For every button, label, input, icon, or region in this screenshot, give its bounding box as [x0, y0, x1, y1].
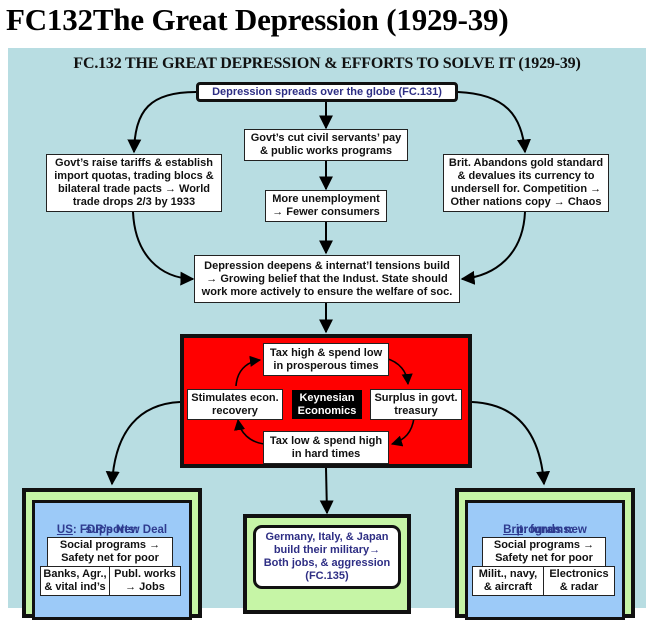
arrow-keynes-to-axis: [319, 467, 334, 515]
us-heading-text: : FDR’s New Deal: [72, 524, 168, 536]
arrow-tariffs-to-deepens: [132, 211, 195, 286]
node-civil-servants-pay: Govt’s cut civil servants’ pay & public …: [244, 129, 408, 161]
us-banks-agr: Banks, Agr., & vital ind’s: [40, 566, 110, 596]
cycle-tax-low: Tax low & spend high in hard times: [263, 431, 389, 464]
us-heading-line2: supports:: [85, 524, 139, 536]
us-heading: US: FDR’s New Deal: [35, 509, 189, 537]
cycle-tax-high: Tax high & spend low in prosperous times: [263, 343, 389, 376]
cycle-arrow-right-bottom: [390, 417, 415, 447]
cycle-arrow-bottom-left: [234, 418, 265, 445]
cycle-surplus: Surplus in govt. treasury: [370, 389, 462, 420]
cycle-arrow-left-top: [235, 355, 262, 387]
node-gold-standard: Brit. Abandons gold standard & devalues …: [443, 154, 609, 212]
keynesian-economics-label: Keynesian Economics: [292, 390, 362, 419]
arrow-gold-to-deepens: [460, 211, 526, 285]
node-depression-spreads: Depression spreads over the globe (FC.13…: [196, 82, 458, 102]
page-title: FC132The Great Depression (1929-39): [6, 2, 509, 37]
arrow-start-to-tariffs: [127, 91, 197, 154]
diagram-title: FC.132 THE GREAT DEPRESSION & EFFORTS TO…: [73, 55, 581, 72]
us-social-programs: Social programs → Safety net for poor: [47, 537, 173, 567]
brit-country-link[interactable]: Brit: [503, 524, 523, 536]
brit-heading-text: : funds new: [522, 524, 587, 536]
brit-social-programs: Social programs → Safety net for poor: [482, 537, 606, 567]
brit-heading: Brit: funds new: [468, 509, 622, 537]
us-country-link[interactable]: US: [56, 524, 73, 536]
brit-electronics: Electronics & radar: [543, 566, 615, 596]
brit-military: Milit., navy, & aircraft: [472, 566, 544, 596]
keynesian-cycle-arrows: [234, 355, 415, 447]
node-unemployment: More unemployment → Fewer consumers: [265, 190, 387, 222]
connector-arrows: [105, 91, 551, 600]
node-depression-deepens: Depression deepens & internat’l tensions…: [194, 255, 460, 303]
arrow-start-to-gold: [457, 91, 531, 154]
axis-military-buildup: Germany, Italy, & Japan build their mili…: [253, 525, 401, 589]
us-public-works: Publ. works → Jobs: [109, 566, 181, 596]
arrow-keynes-to-us: [105, 401, 181, 486]
cycle-stimulates: Stimulates econ. recovery: [187, 389, 283, 420]
arrow-keynes-to-brit: [471, 401, 551, 486]
node-tariffs: Govt’s raise tariffs & establish import …: [46, 154, 222, 212]
brit-heading-line2: programs:: [516, 524, 574, 536]
